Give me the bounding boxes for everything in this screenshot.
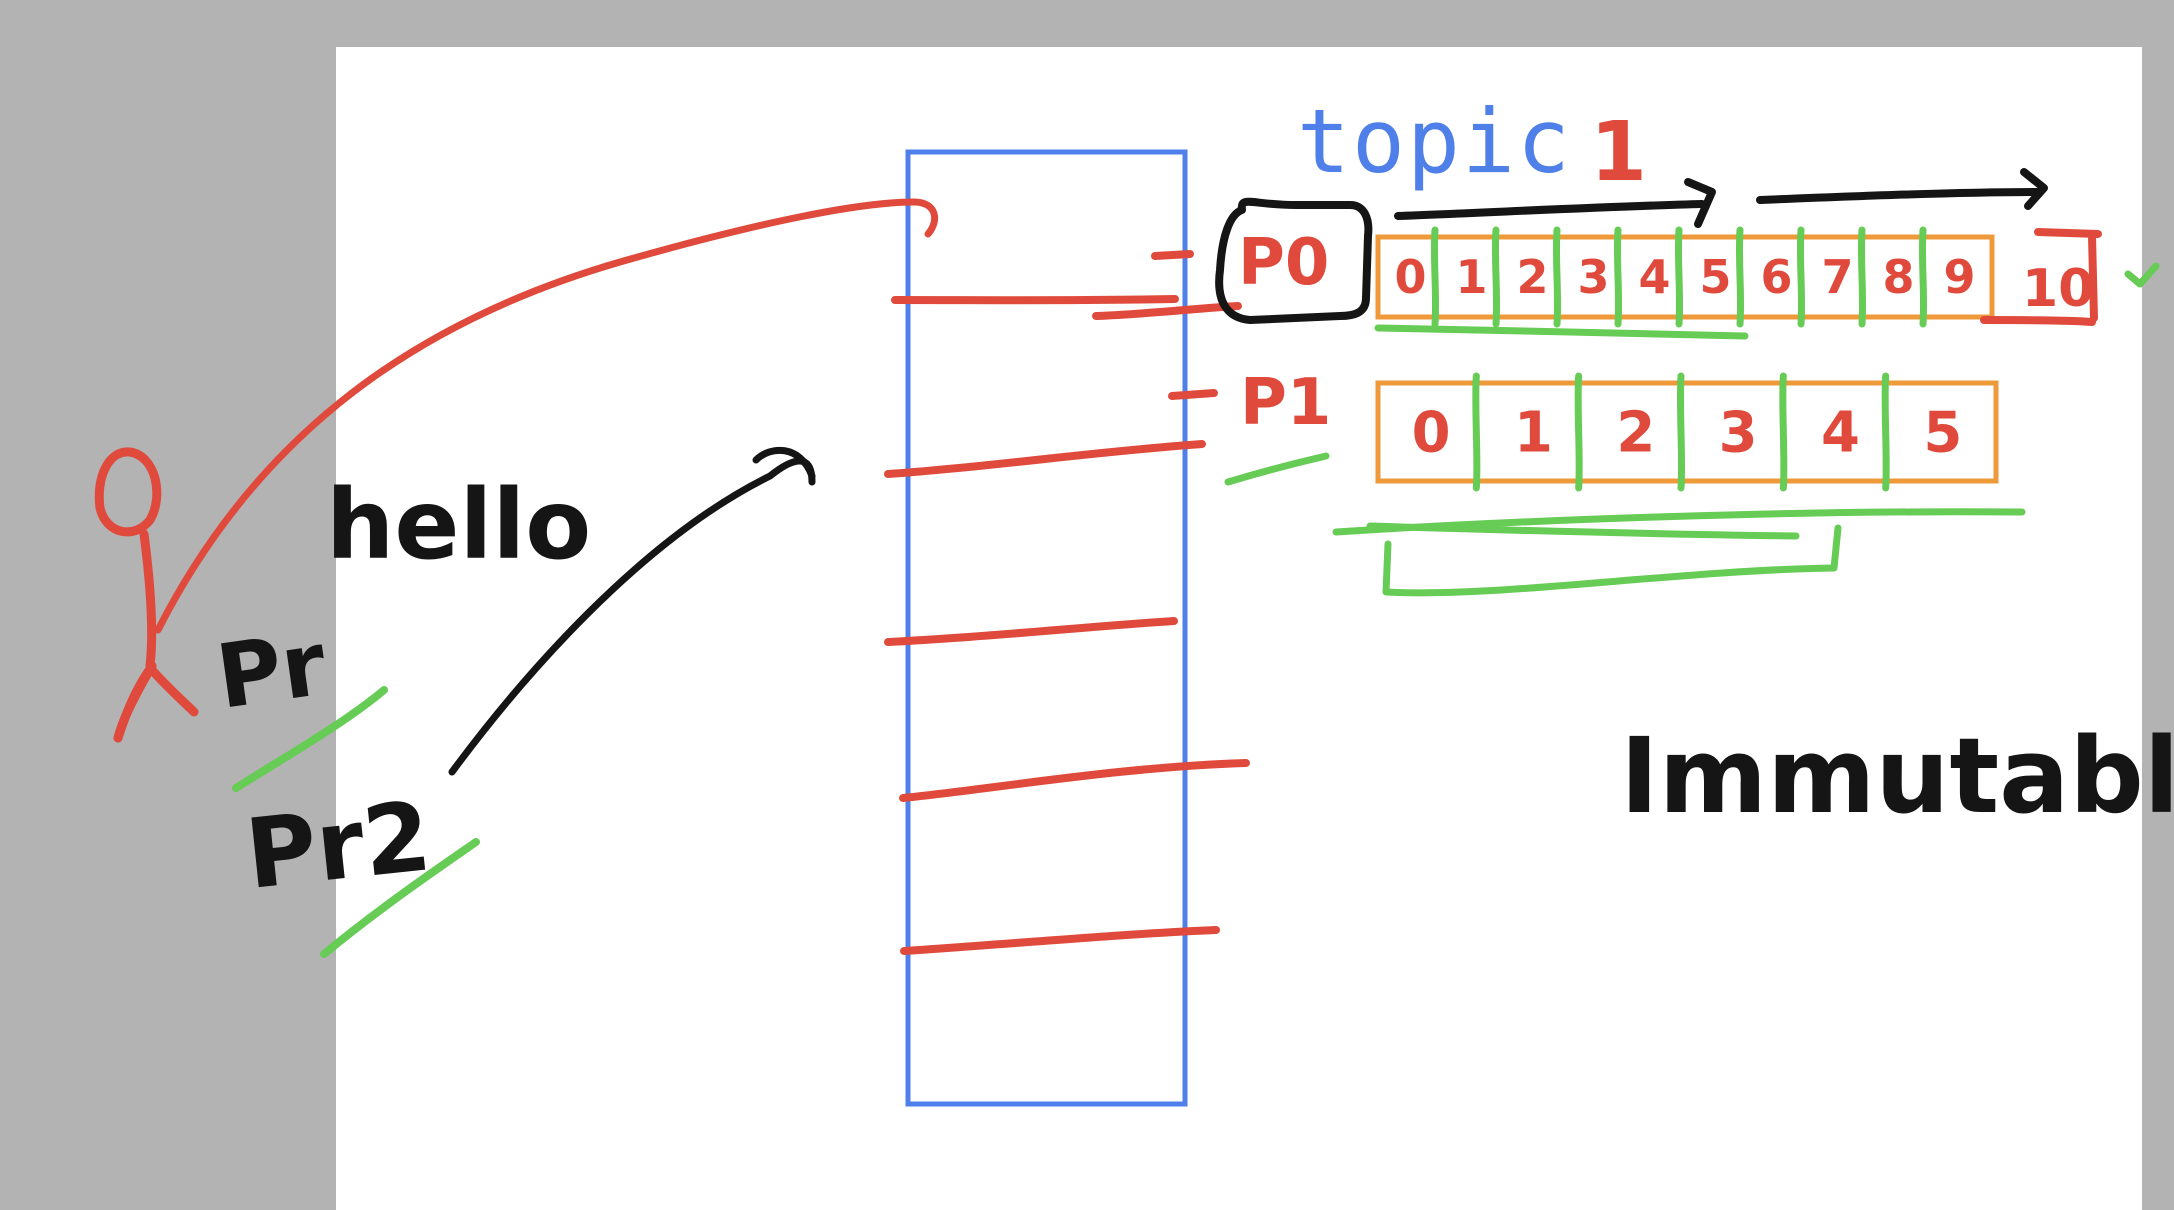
p0-label: P0 — [1238, 226, 1329, 300]
p0-separator — [1857, 226, 1867, 328]
p1-cell-index: 4 — [1821, 401, 1860, 466]
whiteboard-page[interactable] — [336, 47, 2142, 1210]
p1-cell-index: 1 — [1514, 401, 1553, 466]
message-hello: hello — [326, 469, 591, 581]
slot-line-3 — [884, 617, 1178, 646]
p0-cell-index: 7 — [1821, 250, 1853, 304]
producer-1-label: Pr — [211, 612, 333, 729]
p0-cell-index: 0 — [1394, 250, 1426, 304]
p0-underline — [1374, 324, 1749, 340]
producer-2-arrow-hook — [752, 446, 816, 480]
p0-separator — [1430, 226, 1440, 328]
check-mark-icon — [2124, 262, 2160, 288]
p1-separator — [1779, 372, 1788, 492]
p0-cell-index: 5 — [1699, 250, 1731, 304]
p1-cell-index: 2 — [1616, 401, 1655, 466]
log-storage-box — [905, 149, 1188, 1107]
p1-cell-index: 3 — [1719, 401, 1758, 466]
p0-cell-index: 3 — [1577, 250, 1609, 304]
topic-label: topic — [1297, 90, 1572, 193]
p1-short-underline — [1366, 522, 1800, 540]
p0-separator — [1491, 226, 1501, 328]
p0-separator — [1735, 226, 1745, 328]
topic-number: 1 — [1590, 105, 1647, 200]
p0-cell-index: 6 — [1760, 250, 1792, 304]
p0-cell-index: 1 — [1455, 250, 1487, 304]
p1-cell-index: 0 — [1412, 401, 1451, 466]
p1-label: P1 — [1240, 366, 1331, 440]
p0-cell-index: 9 — [1943, 250, 1975, 304]
flow-arrow-2 — [1756, 188, 2044, 204]
p0-selection-box — [1215, 197, 1373, 324]
p0-end-number: 10 — [2022, 259, 2094, 319]
p0-cell-index: 4 — [1638, 250, 1670, 304]
p1-cell-index: 5 — [1923, 401, 1962, 466]
p1-tick — [1168, 389, 1218, 400]
p1-underline — [1224, 452, 1330, 486]
p0-cell-index: 2 — [1516, 250, 1548, 304]
p1-bracket — [1382, 524, 1842, 597]
p0-separator — [1918, 226, 1928, 328]
p0-connector — [1092, 302, 1242, 320]
producer-1-underline — [232, 686, 388, 792]
flow-arrow-1-head — [1684, 178, 1716, 228]
p0-separator — [1552, 226, 1562, 328]
slot-line-2 — [884, 440, 1206, 478]
p1-separator — [1881, 372, 1890, 492]
p0-log-box — [1375, 234, 1995, 320]
p1-separator — [1472, 372, 1481, 492]
slot-line-1 — [891, 295, 1179, 305]
producer-2-underline — [320, 838, 480, 958]
p0-separator — [1674, 226, 1684, 328]
p0-tick — [1151, 250, 1194, 260]
p0-cell-index: 8 — [1882, 250, 1914, 304]
p1-separator — [1676, 372, 1686, 492]
producer-to-storage-arrow — [154, 198, 939, 634]
p0-separator — [1796, 226, 1806, 328]
flow-arrow-1 — [1394, 200, 1706, 220]
stick-figure-icon — [94, 447, 199, 743]
slot-line-4 — [899, 759, 1250, 802]
p1-separator — [1574, 372, 1583, 492]
immutable-note: Immutable — [1620, 715, 2174, 837]
flow-arrow-2-head — [2020, 168, 2048, 210]
slot-line-5 — [900, 926, 1220, 955]
p0-end-line — [1980, 228, 2102, 326]
p0-separator — [1613, 226, 1623, 328]
p1-log-box — [1375, 380, 1999, 484]
